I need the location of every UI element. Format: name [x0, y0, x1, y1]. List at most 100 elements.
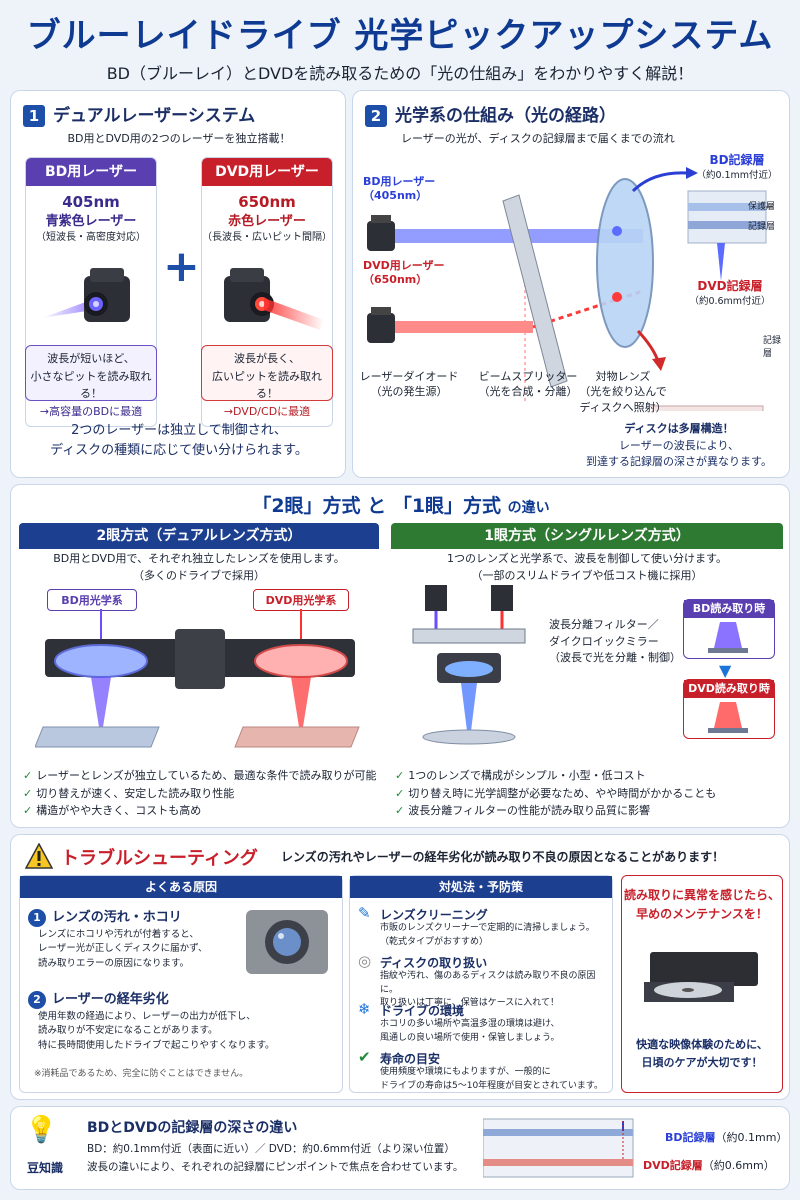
dvd-laser-label: DVD用レーザー	[363, 259, 445, 272]
trivia-bd-depth: （約0.1mm）	[715, 1131, 788, 1144]
bd-laser-label-nm: （405nm）	[363, 189, 428, 203]
causes-banner: よくある原因	[20, 876, 342, 898]
lens-label: 対物レンズ	[595, 370, 651, 383]
troubleshooting-headline: レンズの汚れやレーザーの経年劣化が読み取り不良の原因となることがあります！	[281, 850, 725, 864]
trivia-dvd-label: DVD記録層	[643, 1159, 703, 1172]
dirty-lens-photo	[246, 910, 328, 974]
trivia-dvd-depth: （約0.6mm）	[702, 1159, 775, 1172]
fix-text: 使用頻度や環境にもよりますが、一般的に	[380, 1067, 551, 1077]
environment-icon: ❄	[358, 1000, 371, 1018]
bd-laser-heading: BD用レーザー	[26, 158, 156, 186]
plus-icon: +	[163, 241, 200, 292]
fixes-panel: 対処法・予防策 ✎ レンズクリーニング 市販のレンズクリーナーで定期的に清掃しま…	[349, 875, 613, 1093]
cleaning-brush-icon: ✎	[358, 904, 371, 922]
cause-text: 使用年数の経過により、レーザーの出力が低下し、	[38, 1011, 256, 1022]
one-lens-title: 「1眼」方式	[392, 495, 502, 517]
fixes-banner: 対処法・予防策	[350, 876, 612, 898]
one-lens-banner: 1眼方式（シングルレンズ方式）	[391, 523, 783, 549]
fix-title: 寿命の目安	[380, 1052, 441, 1066]
layer-depth-diagram	[483, 1118, 634, 1178]
bd-layer-depth: （約0.1mm付近）	[696, 170, 778, 181]
advice-line: 読み取りに異常を感じたら、	[623, 888, 780, 902]
checkmark-icon: ✔	[358, 1048, 371, 1066]
fix-text: ホコリの多い場所や高温多湿の環境は避け、	[380, 1019, 560, 1029]
page-subtitle: BD（ブルーレイ）とDVDを読み取るための「光の仕組み」をわかりやすく解説！	[106, 64, 694, 83]
lens-label-sub: （光を絞り込んで	[579, 385, 667, 399]
troubleshooting-section: トラブルシューティング レンズの汚れやレーザーの経年劣化が読み取り不良の原因とな…	[10, 834, 790, 1100]
filter-label: 波長分離フィルター／	[549, 618, 659, 631]
dvd-read-label: DVD読み取り時	[684, 680, 774, 698]
bd-optics-tag: BD用光学系	[47, 589, 137, 611]
dvd-note: 波長が長く、 広いピットを読み取れる！ →DVD/CDに最適	[201, 345, 333, 418]
cause-text: レーザー光が正しくディスクに届かず、	[38, 943, 208, 955]
fix-title: レンズクリーニング	[380, 908, 488, 922]
two-lens-desc: （多くのドライブで採用）	[133, 568, 265, 582]
bd-read-label: BD読み取り時	[684, 600, 774, 618]
trivia-title: BDとDVDの記録層の深さの違い	[87, 1120, 298, 1136]
bd-laser-name: 青紫色レーザー	[45, 214, 137, 229]
section-footer-line: ディスクの種類に応じて使い分けられます。	[50, 442, 308, 458]
section-subtitle: BD用とDVD用の2つのレーザーを独立搭載！	[67, 132, 291, 145]
fix-text: ドライブの寿命は5〜10年程度が目安とされています。	[380, 1080, 604, 1091]
causes-footnote: ※消耗品であるため、完全に防ぐことはできません。	[34, 1069, 249, 1079]
fix-title: ドライブの環境	[380, 1004, 465, 1018]
disc-note-line: ディスクは多層構造！	[624, 422, 734, 435]
cause-title: レンズの汚れ・ホコリ	[52, 910, 182, 925]
trivia-label: 豆知識	[26, 1161, 63, 1175]
disc-note-line: 到達する記録層の深さが異なります。	[586, 455, 772, 468]
advice-panel: 読み取りに異常を感じたら、 早めのメンテナンスを！ 快適な映像体験のために、 日…	[621, 875, 783, 1093]
cause-number: 2	[28, 991, 46, 1009]
page-title: ブルーレイドライブ 光学ピックアップシステム	[26, 16, 774, 56]
down-arrow-icon: ▼	[719, 661, 732, 680]
cause-title: レーザーの経年劣化	[52, 992, 169, 1007]
check-text: 切り替え時に光学調整が必要なため、やや時間がかかることも	[408, 786, 717, 800]
protect-layer-label: 保護層	[748, 202, 776, 212]
check-text: 1つのレンズで構成がシンプル・小型・低コスト	[408, 769, 646, 782]
two-lens-desc: BD用とDVD用で、それぞれ独立したレンズを使用します。	[53, 552, 345, 565]
cause-text: 読み取りエラーの原因になります。	[38, 957, 190, 969]
dvd-note-line: 広いピットを読み取れる！	[212, 369, 322, 401]
filter-label-sub: （波長で光を分離・制御）	[549, 651, 681, 664]
two-lens-diagram	[35, 609, 360, 748]
trivia-line: 波長の違いにより、それぞれの記録層にピンポイントで焦点を合わせています。	[87, 1161, 464, 1173]
dvd-layer-title: DVD記録層	[697, 279, 763, 293]
filter-label: ダイクロイックミラー	[549, 634, 659, 648]
dvd-laser-name: 赤色レーザー	[228, 214, 306, 229]
fix-title: ディスクの取り扱い	[380, 956, 488, 970]
dvd-laser-heading: DVD用レーザー	[202, 158, 332, 186]
section-number: 1	[23, 105, 45, 127]
lens-method-comparison: 「2眼」方式 と 「1眼」方式 の違い 2眼方式（デュアルレンズ方式） BD用と…	[10, 484, 790, 828]
diff-text: の違い	[507, 500, 550, 516]
dvd-read-icon	[708, 702, 748, 733]
one-lens-desc: （一部のスリムドライブや低コスト機に採用）	[471, 568, 703, 582]
bd-laser-desc: （短波長・高密度対応）	[36, 232, 146, 244]
trivia-bd-label: BD記録層	[665, 1131, 716, 1144]
bd-note-line: 波長が短いほど、	[47, 352, 135, 365]
dvd-laser-label-nm: （650nm）	[363, 273, 428, 287]
bd-laser-diode-icon	[42, 268, 130, 322]
diode-label: レーザーダイオード	[359, 370, 459, 383]
bd-record-layer-label: 記録層	[748, 222, 776, 232]
advice-line: 快適な映像体験のために、	[636, 1038, 768, 1051]
splitter-label-sub: （光を合成・分離）	[478, 385, 578, 399]
one-lens-diagram	[412, 585, 526, 745]
bd-layer-title: BD記録層	[709, 153, 765, 167]
bd-read-box: BD読み取り時	[683, 599, 775, 659]
section-subtitle: レーザーの光が、ディスクの記録層まで届くまでの流れ	[401, 132, 675, 145]
two-lens-check: ✓切り替えが速く、安定した読み取り性能	[23, 786, 235, 800]
section-footer-line: 2つのレーザーは独立して制御され、	[71, 423, 287, 438]
trivia-line: BD：約0.1mm付近（表面に近い）／ DVD：約0.6mm付近（より深い位置）	[87, 1143, 455, 1155]
dvd-layer-depth: （約0.6mm付近）	[689, 296, 771, 307]
fix-text: 風通しの良い場所で使用・保管しましょう。	[380, 1032, 560, 1043]
one-lens-check: ✓切り替え時に光学調整が必要なため、やや時間がかかることも	[395, 786, 717, 800]
section-title: 光学系の仕組み（光の経路）	[395, 106, 616, 126]
troubleshooting-title: トラブルシューティング	[61, 848, 258, 869]
dvd-laser-desc: （長波長・広いピット間隔）	[202, 232, 332, 244]
disc-icon: ◎	[358, 952, 372, 970]
disc-note-line: レーザーの波長により、	[618, 438, 740, 452]
check-text: レーザーとレンズが独立しているため、最適な条件で読み取りが可能	[36, 769, 377, 782]
lightbulb-icon: 💡	[25, 1115, 58, 1145]
dvd-note-line: →DVD/CDに最適	[223, 404, 311, 418]
cause-number: 1	[28, 909, 46, 927]
